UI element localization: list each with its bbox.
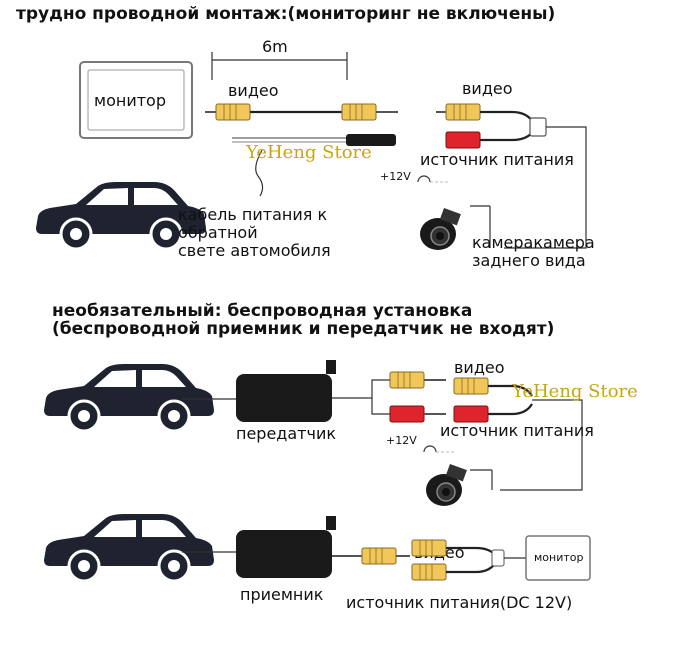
rca-red-connector: [453, 405, 489, 423]
camera-cable-2: [500, 399, 583, 491]
reverse-cable-label-3: свете автомобиля: [178, 241, 331, 260]
reverse-cable-label-1: кабель питания к: [178, 205, 327, 224]
rca-yellow-connector: [411, 563, 447, 581]
power-source-label-2: источник питания: [440, 421, 594, 440]
rca-yellow-connector: [215, 103, 251, 121]
rca-yellow-connector: [341, 103, 377, 121]
power-source-label: источник питания: [420, 150, 574, 169]
rca-yellow-connector: [361, 547, 397, 565]
rca-yellow-connector: [453, 377, 489, 395]
transmitter-box: [236, 360, 336, 422]
power-source-label-3: источник питания(DC 12V): [346, 593, 572, 612]
section2-title-line1: необязательный: беспроводная установка: [52, 301, 472, 321]
rear-camera-icon: [425, 463, 468, 507]
watermark: YeHeng Store: [245, 142, 372, 163]
section2-title-line2: (беспроводной приемник и передатчик не в…: [52, 319, 554, 339]
camera-label-2: заднего вида: [472, 251, 586, 270]
camera-label-1: камеракамера: [472, 233, 595, 252]
car-icon: [42, 512, 216, 583]
rca-red-connector: [389, 405, 425, 423]
plus12-label: +12V: [380, 170, 411, 183]
car-icon: [42, 362, 216, 433]
camera-cable: [504, 126, 587, 249]
rca-yellow-connector: [411, 539, 447, 557]
monitor-1: [79, 61, 193, 139]
power-lead-connector: [346, 134, 396, 146]
monitor-2: [525, 535, 591, 581]
video-label-2: видео: [454, 358, 505, 377]
rca-yellow-connector: [445, 103, 481, 121]
monitor-label: монитор: [94, 91, 166, 110]
receiver-label: приемник: [240, 585, 324, 604]
video-label-left: видео: [228, 81, 279, 100]
rear-camera-icon: [419, 207, 462, 251]
video-label-right: видео: [462, 79, 513, 98]
distance-label: 6m: [262, 37, 288, 56]
reverse-cable-label-2: обратной: [178, 223, 258, 242]
plus12-label-2: +12V: [386, 434, 417, 447]
transmitter-label: передатчик: [236, 424, 336, 443]
rca-red-connector: [445, 131, 481, 149]
section1-title: трудно проводной монтаж:(мониторинг не в…: [16, 4, 555, 24]
rca-yellow-connector: [389, 371, 425, 389]
monitor-label-2: монитор: [534, 551, 584, 564]
receiver-box: [236, 516, 336, 578]
watermark: YeHeng Store: [511, 381, 638, 402]
